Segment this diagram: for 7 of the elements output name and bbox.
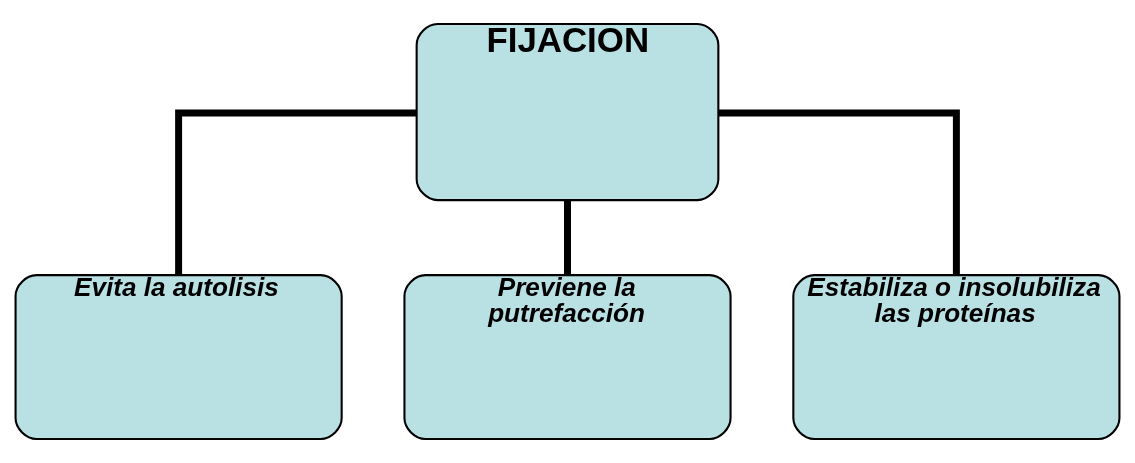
node-box: Previene la putrefacción	[403, 274, 732, 441]
connector	[718, 109, 960, 276]
connector	[564, 200, 571, 275]
node-box: Evita la autolisis	[14, 274, 343, 441]
node-box: Estabiliza o insolubiliza las proteínas	[792, 274, 1121, 441]
node-box: FIJACION	[415, 22, 720, 202]
connector	[175, 109, 417, 276]
